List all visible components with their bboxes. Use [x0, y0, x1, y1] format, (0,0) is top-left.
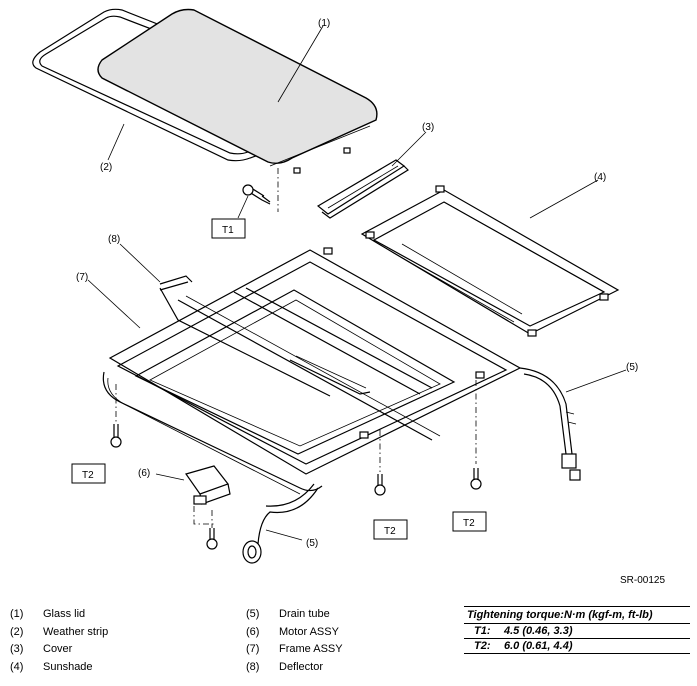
cover — [316, 159, 409, 219]
frame-assy — [102, 247, 522, 495]
legend-item: (6)Motor ASSY — [246, 625, 339, 638]
deflector — [159, 275, 331, 397]
drain-tube-right — [519, 367, 581, 481]
parts-legend-right: (5)Drain tube (6)Motor ASSY (7)Frame ASS… — [246, 606, 343, 676]
callout-3: (3) — [422, 122, 434, 133]
svg-text:T2: T2 — [463, 518, 475, 529]
t2-bolt-left — [110, 424, 122, 448]
svg-text:T2: T2 — [384, 526, 396, 537]
glass-lid — [97, 8, 378, 174]
callout-7: (7) — [76, 272, 88, 283]
t2-bolt-center — [374, 474, 386, 496]
legend-item: (3)Cover — [10, 643, 73, 655]
callout-2: (2) — [100, 162, 112, 173]
torque-row-t1: T1:4.5 (0.46, 3.3) — [464, 624, 690, 639]
legend-item: (7)Frame ASSY — [246, 643, 343, 655]
torque-table: Tightening torque:N·m (kgf-m, ft-lb) T1:… — [464, 606, 690, 654]
sunshade — [360, 185, 620, 337]
legend-item: (4)Sunshade — [10, 660, 93, 673]
callout-6: (6) — [138, 468, 150, 479]
drain-tube-left — [242, 483, 319, 564]
svg-text:T1: T1 — [222, 225, 234, 236]
t2-bolt-right — [470, 468, 482, 490]
torque-row-t2: T2:6.0 (0.61, 4.4) — [464, 639, 690, 654]
callout-5-right: (5) — [626, 362, 638, 373]
torque-box-t2-left: T2 — [71, 463, 106, 484]
t1-bolt — [242, 184, 271, 205]
motor-bolt — [206, 528, 218, 550]
callout-5-left: (5) — [306, 538, 318, 549]
parts-legend-left: (1)Glass lid (2)Weather strip (3)Cover (… — [10, 606, 108, 676]
legend-item: (1)Glass lid — [10, 608, 86, 620]
callout-8: (8) — [108, 234, 120, 245]
callout-1: (1) — [318, 18, 330, 29]
torque-box-t2-right: T2 — [452, 511, 487, 532]
legend-item: (2)Weather strip — [10, 625, 109, 638]
motor-assy — [185, 465, 231, 505]
torque-box-t2-center: T2 — [373, 519, 408, 540]
figure-code: SR-00125 — [620, 575, 666, 586]
svg-text:T2: T2 — [82, 470, 94, 481]
legend-item: (5)Drain tube — [246, 608, 330, 620]
torque-box-t1: T1 — [211, 218, 246, 239]
legend-item: (8)Deflector — [246, 660, 324, 673]
callout-4: (4) — [594, 172, 606, 183]
sunroof-exploded-diagram: (1) (2) (3) (4) (5) (5) (6) (7) (8) T1 T… — [32, 8, 638, 564]
torque-table-header: Tightening torque:N·m (kgf-m, ft-lb) — [464, 606, 690, 624]
